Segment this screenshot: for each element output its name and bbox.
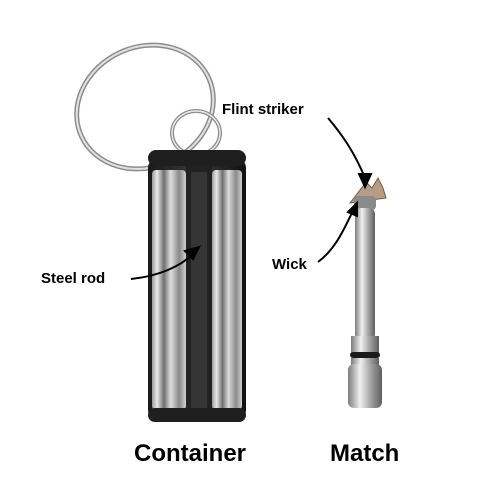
wick-arrow: [317, 200, 358, 263]
wick-label: Wick: [272, 256, 307, 273]
container-body: [148, 150, 246, 422]
flint-striker-arrow: [327, 117, 373, 190]
steel-rod-arrow: [130, 245, 201, 280]
match-rod: [348, 176, 387, 408]
steel-rod-label: Steel rod: [41, 270, 106, 287]
flint-striker-label: Flint striker: [222, 101, 304, 118]
container-caption: Container: [134, 440, 247, 467]
match-caption: Match: [330, 440, 400, 467]
